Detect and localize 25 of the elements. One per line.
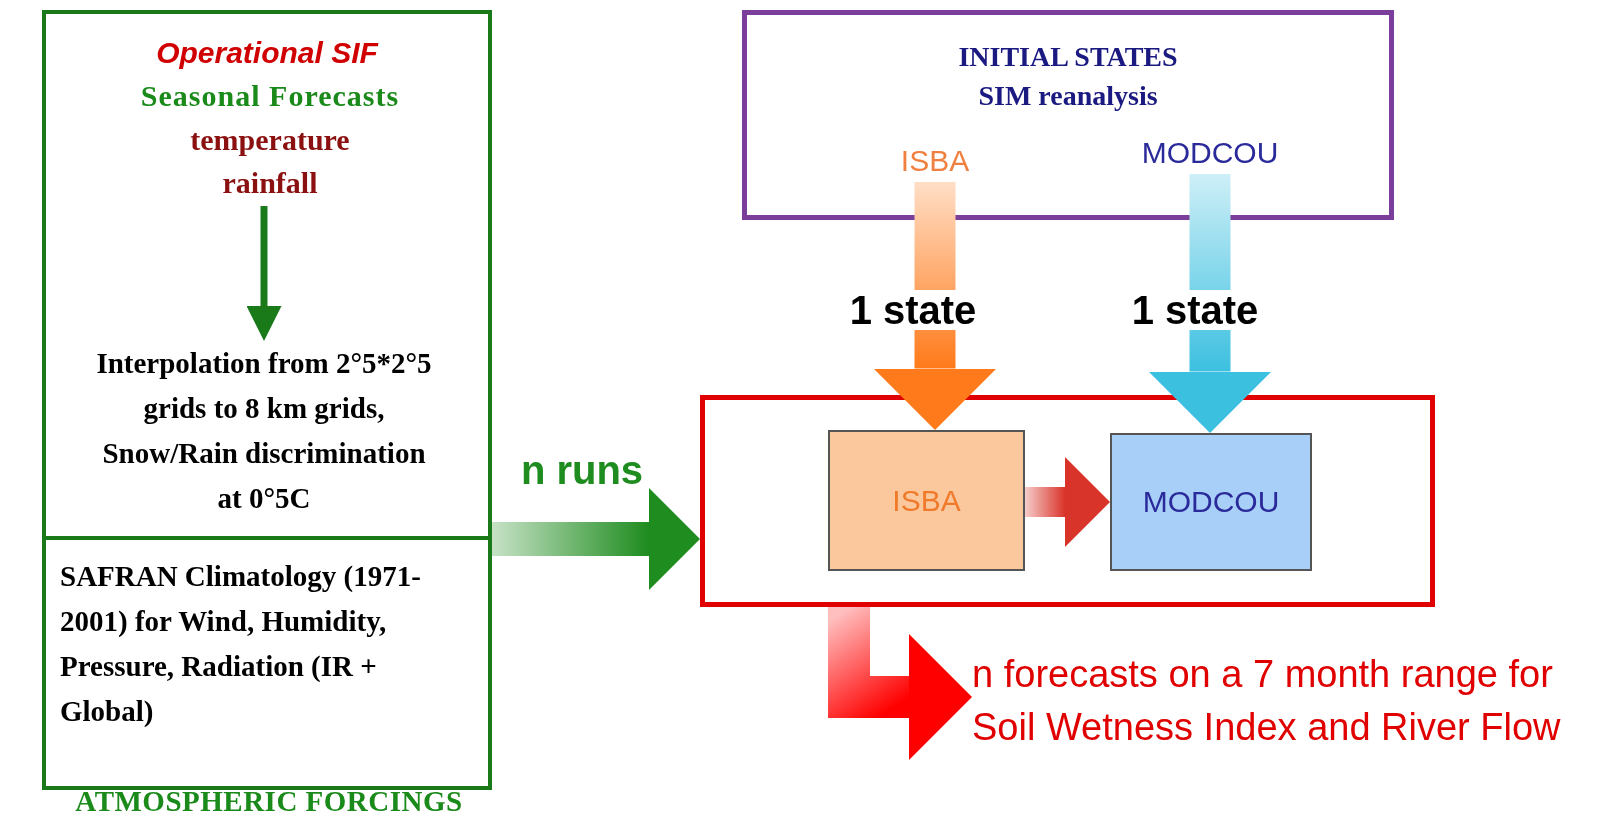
model-chain-box bbox=[700, 395, 1435, 607]
panel-title: ATMOSPHERIC FORCINGS bbox=[74, 786, 464, 817]
edge-label: 1 state bbox=[1131, 290, 1259, 330]
model-box bbox=[1110, 433, 1312, 571]
model-name: ISBA bbox=[891, 483, 962, 519]
box-subheading: SIM reanalysis bbox=[977, 79, 1159, 114]
variables-text: temperature rainfall bbox=[190, 121, 350, 201]
model-name: ISBA bbox=[899, 143, 971, 179]
initial-states-box bbox=[742, 10, 1394, 220]
box-heading: INITIAL STATES bbox=[957, 40, 1179, 74]
forecast-heading: Seasonal Forecasts bbox=[139, 78, 401, 114]
output-note: n forecasts on a 7 month range for Soil Wetness Index and River Flow bbox=[972, 652, 1562, 751]
arrow bbox=[828, 607, 972, 760]
edge-label: n runs bbox=[520, 450, 644, 490]
climatology-note: SAFRAN Climatology (1971-2001) for Wind, Humidity, Pressure, Radiation (IR + Global) bbox=[60, 559, 422, 729]
model-name: MODCOU bbox=[1141, 484, 1281, 520]
arrow bbox=[1148, 174, 1272, 433]
edge-label: 1 state bbox=[849, 290, 977, 330]
model-box bbox=[828, 430, 1025, 571]
arrow bbox=[1025, 457, 1110, 547]
section-heading: Operational SIF bbox=[155, 36, 380, 70]
arrow bbox=[492, 488, 700, 590]
interpolation-note: Interpolation from 2°5*2°5 grids to 8 km grids, Snow/Rain discrimination at 0°5C bbox=[95, 346, 433, 516]
model-name: MODCOU bbox=[1140, 135, 1280, 171]
arrow bbox=[873, 182, 997, 430]
